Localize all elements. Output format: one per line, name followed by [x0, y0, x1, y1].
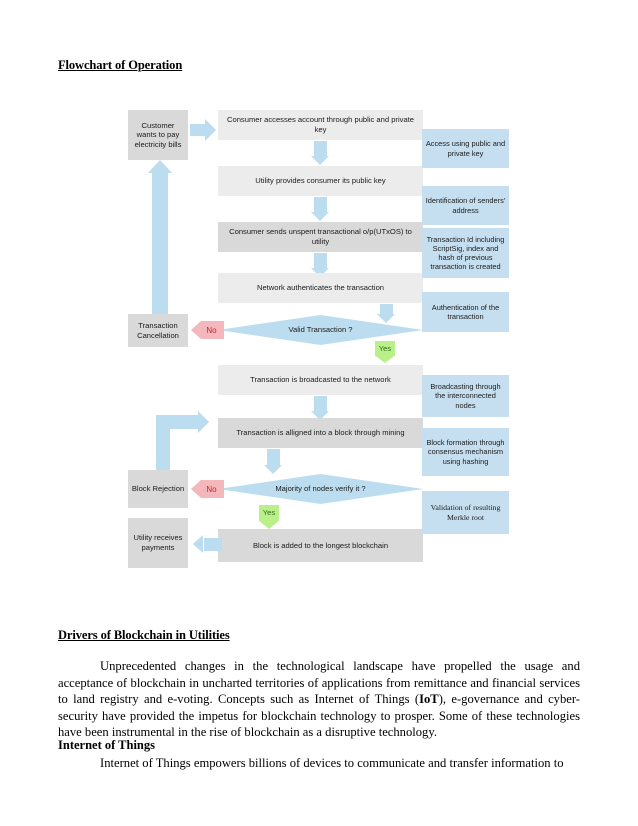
label-yes-2: Yes — [259, 505, 279, 529]
section-heading-drivers: Drivers of Blockchain in Utilities — [58, 628, 230, 642]
paragraph-drivers: Unprecedented changes in the technologic… — [58, 658, 580, 741]
label-yes-1-text: Yes — [378, 344, 392, 353]
paragraph-drivers-part2: ), e-governance and cyber-security have … — [58, 692, 580, 740]
feedback-arrow-head — [148, 160, 172, 173]
annotation-identification: Identification of senders' address — [422, 186, 509, 225]
node-aligned-block: Transaction is alligned into a block thr… — [218, 418, 423, 448]
decision-majority-verify: Majority of nodes verify it ? — [218, 474, 423, 504]
arrow-customer-to-access-shaft — [190, 124, 206, 136]
annotation-block-formation: Block formation through consensus mechan… — [422, 428, 509, 476]
section-heading-iot: Internet of Things — [58, 738, 156, 752]
arrow-6-shaft — [267, 449, 280, 466]
arrow-customer-to-access-head — [205, 119, 216, 141]
node-consumer-access-label: Consumer accesses account through public… — [227, 115, 414, 134]
arrow-3-shaft — [314, 253, 327, 269]
node-aligned-block-label: Transaction is alligned into a block thr… — [236, 428, 405, 438]
paragraph-drivers-part1: Unprecedented changes in the technologic… — [58, 659, 580, 707]
node-utility-public-key-label: Utility provides consumer its public key — [255, 176, 386, 186]
node-block-added: Block is added to the longest blockchain — [218, 529, 423, 562]
annotation-access-label: Access using public and private key — [425, 139, 506, 158]
node-transaction-cancellation: Transaction Cancellation — [128, 314, 188, 347]
annotation-transaction-id: Transaction Id including ScriptSig, inde… — [422, 228, 509, 278]
annotation-broadcasting-label: Broadcasting through the interconnected … — [430, 382, 501, 410]
arrow-5-head — [311, 411, 329, 420]
arrow-4-head — [377, 314, 395, 323]
node-broadcasted: Transaction is broadcasted to the networ… — [218, 365, 423, 395]
arrow-5-shaft — [314, 396, 327, 412]
annotation-validation-label: Validation of resulting Merkle root — [430, 502, 501, 522]
label-yes-1: Yes — [375, 341, 395, 363]
node-utility-public-key: Utility provides consumer its public key — [218, 166, 423, 196]
annotation-validation: Validation of resulting Merkle root — [422, 491, 509, 534]
decision-majority-verify-label: Majority of nodes verify it ? — [275, 484, 366, 494]
node-block-added-label: Block is added to the longest blockchain — [252, 540, 389, 550]
arrow-1-head — [311, 156, 329, 165]
node-consumer-access: Consumer accesses account through public… — [218, 110, 423, 140]
arrow-6-head — [264, 465, 282, 474]
node-block-rejection-label: Block Rejection — [131, 484, 185, 494]
arrow-7-shaft — [204, 538, 222, 551]
node-broadcasted-label: Transaction is broadcasted to the networ… — [250, 375, 391, 385]
page-title: Flowchart of Operation — [58, 58, 183, 72]
node-customer: Customer wants to pay electricity bills — [128, 110, 188, 160]
arrow-1-shaft — [314, 141, 327, 157]
node-network-authenticates-label: Network authenticates the transaction — [256, 283, 385, 293]
decision-valid-transaction-label: Valid Transaction ? — [288, 325, 353, 335]
arrow-4-shaft — [380, 304, 393, 316]
node-transaction-cancellation-label: Transaction Cancellation — [137, 320, 179, 340]
node-customer-label: Customer wants to pay electricity bills — [134, 120, 182, 149]
arrow-3-head — [311, 268, 329, 277]
annotation-broadcasting: Broadcasting through the interconnected … — [422, 375, 509, 417]
arrow-2-head — [311, 212, 329, 221]
feedback-arrow-shaft — [152, 172, 168, 330]
label-no-2: No — [191, 480, 224, 498]
label-no-2-text: No — [206, 484, 217, 494]
node-network-authenticates: Network authenticates the transaction — [218, 273, 423, 303]
annotation-authentication-label: Authentication of the transaction — [431, 302, 500, 321]
flowchart-diagram: Customer wants to pay electricity bills … — [128, 110, 509, 568]
paragraph-iot: Internet of Things empowers billions of … — [100, 756, 564, 770]
elbow-arrow-horizontal — [156, 415, 200, 429]
annotation-authentication: Authentication of the transaction — [422, 292, 509, 332]
node-block-rejection: Block Rejection — [128, 470, 188, 508]
annotation-identification-label: Identification of senders' address — [425, 196, 506, 215]
node-utility-receives-label: Utility receives payments — [133, 533, 183, 552]
paragraph-drivers-bold: IoT — [419, 692, 439, 707]
annotation-transaction-id-label: Transaction Id including ScriptSig, inde… — [426, 234, 505, 272]
node-consumer-sends-label: Consumer sends unspent transactional o/p… — [229, 227, 412, 246]
elbow-arrow-head — [198, 411, 209, 433]
node-consumer-sends: Consumer sends unspent transactional o/p… — [218, 222, 423, 252]
annotation-block-formation-label: Block formation through consensus mechan… — [426, 438, 505, 466]
arrow-2-shaft — [314, 197, 327, 213]
arrow-7-head — [193, 535, 203, 553]
node-utility-receives: Utility receives payments — [128, 518, 188, 568]
elbow-arrow-vertical — [156, 425, 170, 470]
annotation-access: Access using public and private key — [422, 129, 509, 168]
label-no-1: No — [191, 321, 224, 339]
label-no-1-text: No — [206, 325, 217, 335]
label-yes-2-text: Yes — [262, 508, 276, 517]
